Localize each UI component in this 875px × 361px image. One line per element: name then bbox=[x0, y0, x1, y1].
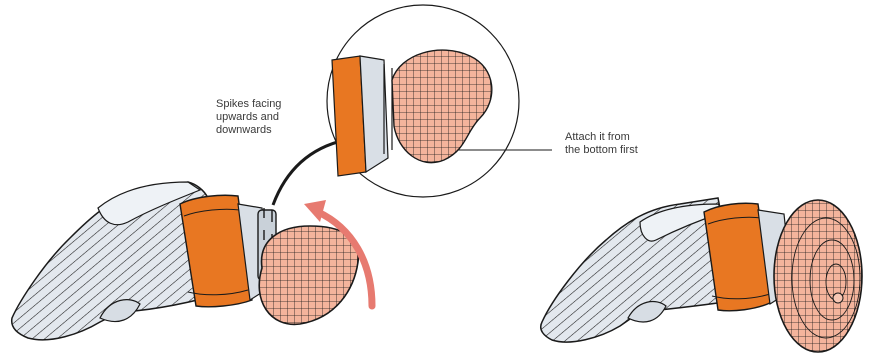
attach-label: Attach it from the bottom first bbox=[565, 131, 675, 157]
right-grooming-tool bbox=[541, 198, 862, 352]
detail-leader-line bbox=[273, 140, 345, 205]
right-attachment-head bbox=[774, 200, 862, 352]
attachment-center-dot bbox=[833, 293, 843, 303]
left-grooming-tool bbox=[12, 182, 372, 340]
magnified-detail bbox=[327, 5, 519, 197]
spikes-label: Spikes facing upwards and downwards bbox=[216, 98, 326, 137]
left-attachment-head bbox=[259, 226, 358, 324]
rotation-arrow-head bbox=[304, 200, 326, 222]
